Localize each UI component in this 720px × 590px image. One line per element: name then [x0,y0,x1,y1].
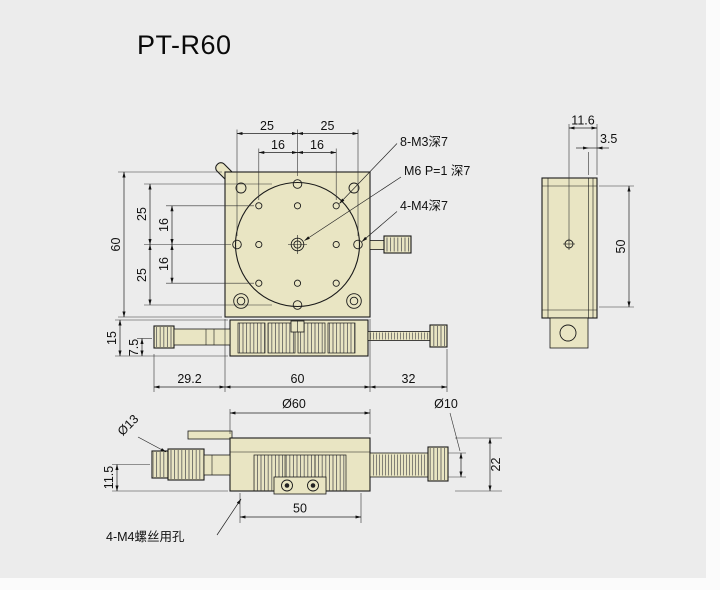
m4-hole-pattern [232,179,363,310]
micrometer-head [153,325,231,349]
dim-left-15: 15 [105,331,119,345]
side-clamp-bracket [549,317,589,349]
center-m6-hole [288,235,307,254]
dim-bottom-29-2: 29.2 [177,372,201,386]
corner-hole [235,182,247,194]
dim-front-22: 22 [489,458,503,472]
dim-top-16-right: 16 [310,138,324,152]
dim-top-25-left: 25 [260,119,274,133]
plan-view [215,162,412,318]
dim-left-16-lower: 16 [157,257,171,271]
dim-side-3-5: 3.5 [600,132,617,146]
dim-left-16-upper: 16 [157,218,171,232]
micrometer-head-front [151,448,231,481]
m3-hole-pattern [255,202,340,287]
dim-front-11-5: 11.5 [102,466,116,489]
front-elevation [153,319,448,357]
dim-bottom-60: 60 [291,372,305,386]
annotation-m6: M6 P=1 深7 [404,164,470,178]
plan-dimensions: 25 25 16 16 60 25 25 16 16 15 7.5 [105,119,448,392]
dim-side-11-6: 11.6 [571,114,594,128]
corner-hole [346,293,362,309]
plan-annotations: 8-M3深7 M6 P=1 深7 4-M4深7 [304,135,470,242]
dim-front-dia10: Ø10 [434,397,458,411]
dim-left-7-5: 7.5 [127,339,141,356]
part-number-title: PT-R60 [137,30,232,60]
bottom-front-view [151,430,449,495]
side-view [541,177,598,349]
annotation-8-m3: 8-M3深7 [400,135,448,149]
clamp-screw [369,235,412,254]
dim-front-dia60: Ø60 [282,397,306,411]
dim-left-60: 60 [109,238,123,252]
dim-front-50: 50 [293,502,307,516]
dim-bottom-32: 32 [402,372,416,386]
dim-left-25-lower: 25 [135,268,149,282]
mounting-hole-bracket [273,476,327,495]
dim-top-25-right: 25 [321,119,335,133]
side-dimensions: 11.6 3.5 50 [568,114,634,308]
dim-top-16-left: 16 [271,138,285,152]
annotation-4-m4: 4-M4深7 [400,199,448,213]
corner-hole [348,182,360,194]
handle-rod [187,430,233,440]
dim-side-50: 50 [614,240,628,254]
front-dimensions: Ø60 Ø10 Ø13 22 11.5 50 4-M4螺丝用孔 [102,397,503,544]
dim-left-25-upper: 25 [135,207,149,221]
adjustment-screw-front [369,446,449,482]
adjustment-screw [367,324,448,348]
corner-hole [233,293,249,309]
annotation-4-m4-screw-holes: 4-M4螺丝用孔 [106,530,185,544]
page-edge-right [706,0,720,590]
page-edge-bottom [0,578,720,590]
